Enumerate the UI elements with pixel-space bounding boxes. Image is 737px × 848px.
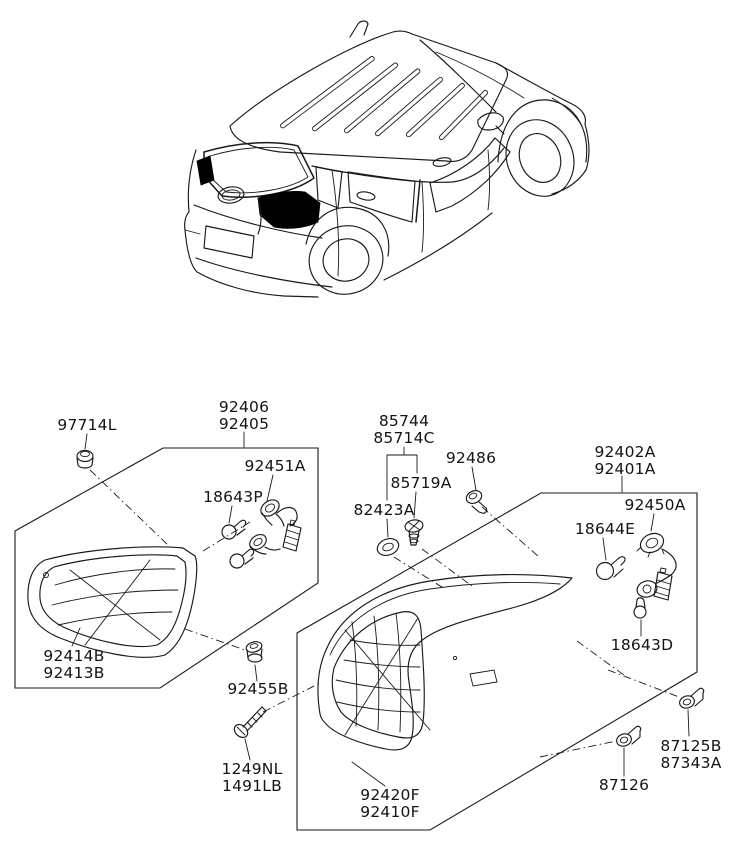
roof-panel xyxy=(229,30,509,162)
hood-edge xyxy=(495,62,586,125)
license-plate-recess xyxy=(203,225,255,259)
side-windows xyxy=(315,137,511,223)
part-labels: 97714L 92406 92405 92451A 18643P 92414B … xyxy=(43,398,721,821)
nut-92455B xyxy=(245,641,263,663)
bulb-18643P-b xyxy=(229,548,255,569)
grommet-82423A xyxy=(376,538,400,556)
outer-lamp-unit xyxy=(317,573,573,751)
tail-lamp-right-shape xyxy=(257,190,321,229)
part-label-87126[interactable]: 87126 xyxy=(599,776,649,794)
antenna-fin xyxy=(349,20,369,38)
part-label-85744[interactable]: 85744 xyxy=(379,412,429,430)
rear-glass xyxy=(203,141,315,198)
vehicle-illustration xyxy=(184,20,590,298)
part-label-92414B[interactable]: 92414B xyxy=(43,647,104,665)
part-label-92450A[interactable]: 92450A xyxy=(624,496,685,514)
clip-85719A xyxy=(404,519,424,546)
bulb-holder-outer-92450A xyxy=(636,532,677,601)
label-leader-lines xyxy=(71,431,690,787)
bulb-18644E xyxy=(595,556,626,581)
part-label-97714L[interactable]: 97714L xyxy=(57,416,116,434)
tailgate xyxy=(184,149,319,298)
outer-lamp-boundary-box xyxy=(296,492,698,831)
part-label-92455B[interactable]: 92455B xyxy=(227,680,288,698)
inner-lamp-unit xyxy=(27,546,198,658)
bulb-holder-inner-92451A xyxy=(249,499,302,555)
bolt-87126 xyxy=(616,725,642,747)
part-label-92420F[interactable]: 92420F xyxy=(360,786,419,804)
bulb-18643D xyxy=(633,597,647,619)
part-label-85719A[interactable]: 85719A xyxy=(390,474,451,492)
part-label-92406[interactable]: 92406 xyxy=(219,398,269,416)
belt-line xyxy=(311,147,505,183)
part-label-1249NL[interactable]: 1249NL xyxy=(222,760,283,778)
a-pillar xyxy=(419,39,497,113)
part-label-87125B[interactable]: 87125B xyxy=(660,737,721,755)
door-handles xyxy=(356,157,452,201)
bulb-18643P-a xyxy=(221,519,247,540)
part-label-92410F[interactable]: 92410F xyxy=(360,803,419,821)
part-label-87343A[interactable]: 87343A xyxy=(660,754,721,772)
tail-lamp-left-shape xyxy=(196,155,215,186)
part-label-92405[interactable]: 92405 xyxy=(219,415,269,433)
part-label-18643P[interactable]: 18643P xyxy=(203,488,263,506)
part-label-82423A[interactable]: 82423A xyxy=(353,501,414,519)
screw-92486 xyxy=(465,490,488,514)
roof-ribs xyxy=(280,56,488,141)
part-label-18643D[interactable]: 18643D xyxy=(611,636,673,654)
part-label-92451A[interactable]: 92451A xyxy=(244,457,305,475)
assembly-centerlines xyxy=(89,469,680,758)
rear-wheel xyxy=(305,206,390,295)
inner-lamp-boundary-box xyxy=(14,447,319,689)
side-mirror xyxy=(477,112,505,135)
part-label-18644E[interactable]: 18644E xyxy=(575,520,635,538)
part-label-92402A[interactable]: 92402A xyxy=(594,443,655,461)
nut-97714L xyxy=(76,449,94,469)
part-label-92413B[interactable]: 92413B xyxy=(43,664,104,682)
kia-emblem xyxy=(217,186,245,204)
part-label-85714C[interactable]: 85714C xyxy=(373,429,434,447)
part-label-92486[interactable]: 92486 xyxy=(446,449,496,467)
bolt-87125B xyxy=(679,687,705,709)
screw-1249NL xyxy=(233,706,267,739)
part-label-1491LB[interactable]: 1491LB xyxy=(222,777,282,795)
part-label-92401A[interactable]: 92401A xyxy=(594,460,655,478)
front-wheel xyxy=(497,99,588,197)
